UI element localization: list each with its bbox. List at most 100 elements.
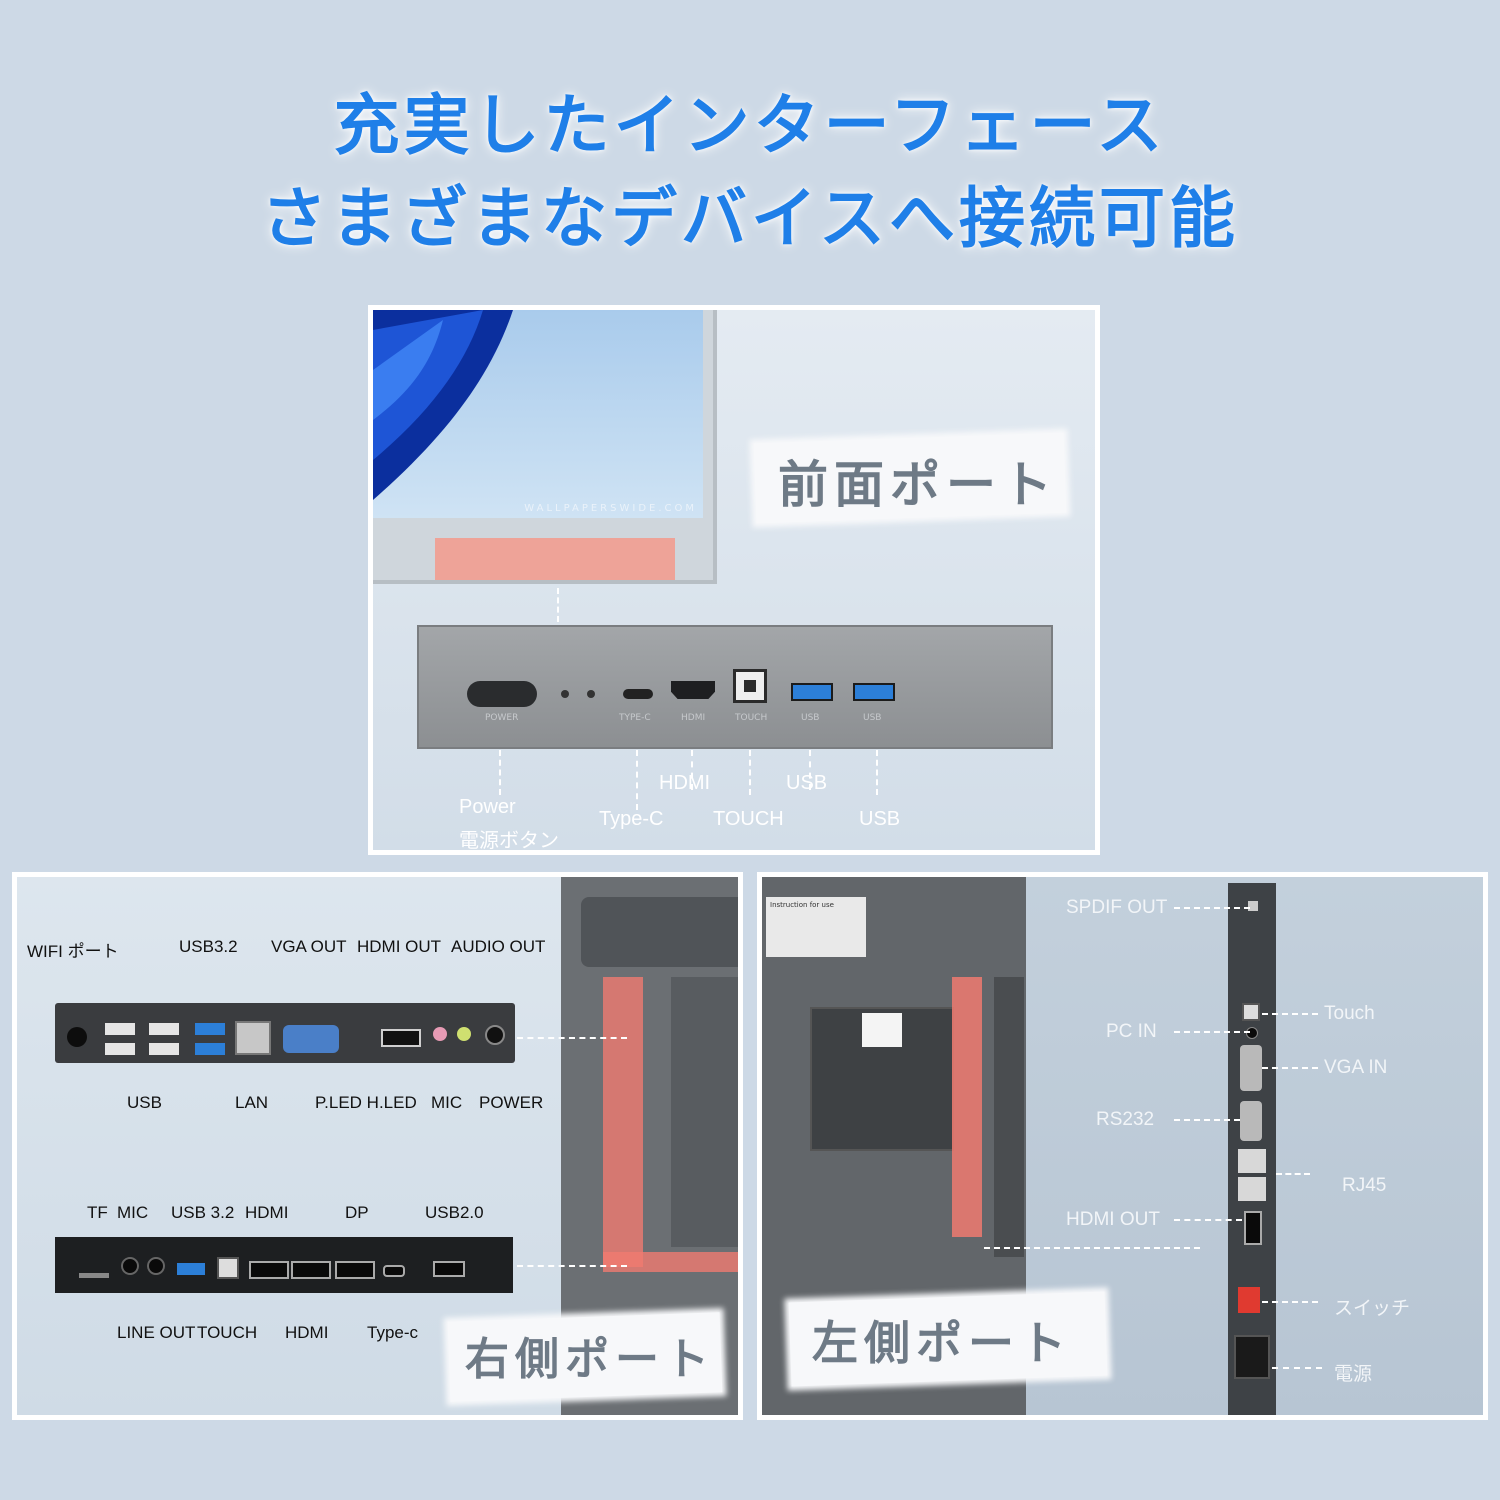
touch-usb-b-port: [1242, 1003, 1260, 1021]
touch-print: TOUCH: [735, 713, 768, 723]
headline-line2: さまざまなデバイスへ接続可能: [260, 180, 1240, 257]
hdmi-out-port: [381, 1029, 421, 1047]
rj45-port: [1238, 1149, 1266, 1173]
typec-label: Type-C: [599, 808, 664, 830]
leader-line: [1262, 1067, 1318, 1069]
bottom-label-mic: MIC: [431, 1093, 463, 1112]
bottom-label-hdmi: HDMI: [285, 1323, 329, 1342]
power-switch: [1238, 1287, 1260, 1313]
leader-line: [517, 1265, 627, 1267]
label-spdif-out: SPDIF OUT: [1066, 897, 1168, 918]
top-label-hdmi-out: HDMI OUT: [357, 937, 442, 956]
leader-line: [499, 750, 501, 795]
usb2-print: USB: [863, 713, 882, 723]
hdmi-print: HDMI: [681, 713, 706, 723]
usb32-port: [177, 1263, 205, 1275]
leader-line: [517, 1037, 627, 1039]
screen-watermark: WALLPAPERSWIDE.COM: [524, 503, 697, 514]
usb-port-1: [791, 683, 833, 701]
mic-jack: [121, 1257, 139, 1275]
rs232-port: [1240, 1101, 1262, 1141]
typec-port: [383, 1265, 405, 1277]
typec-print: TYPE-C: [619, 713, 651, 723]
top-label-hdmi: HDMI: [245, 1203, 289, 1222]
power-button: [485, 1025, 505, 1045]
label-rs232: RS232: [1096, 1109, 1155, 1130]
upper-port-strip: [55, 1003, 515, 1063]
bottom-label-usb: USB: [127, 1093, 162, 1112]
usb32-port: [195, 1023, 225, 1035]
label-rj45: RJ45: [1342, 1175, 1387, 1196]
leader-line: [1174, 1219, 1242, 1221]
usb1-print: USB: [801, 713, 820, 723]
line-out-jack: [147, 1257, 165, 1275]
leader-line: [1276, 1173, 1310, 1175]
leader-line: [749, 750, 751, 795]
bottom-label-leds: P.LED H.LED: [315, 1093, 417, 1112]
bottom-label-line-out: LINE OUT: [117, 1323, 196, 1342]
indicator-led: [587, 690, 595, 698]
right-port-badge: 右側ポート: [465, 1334, 715, 1385]
top-label-tf: TF: [87, 1203, 108, 1222]
touch-usb-b-port: [733, 669, 767, 703]
usb-port-2: [853, 683, 895, 701]
top-label-usb20: USB2.0: [425, 1203, 484, 1222]
touch-usb-b-port: [217, 1257, 239, 1279]
usb20-port: [433, 1261, 465, 1277]
touch-label: TOUCH: [713, 808, 784, 830]
top-label-wifi: WIFI ポート: [27, 942, 119, 961]
audio-out-jack: [457, 1027, 471, 1041]
front-port-panel: WALLPAPERSWIDE.COM 前面ポート POWER TYPE-C HD…: [368, 305, 1100, 855]
indicator-led: [561, 690, 569, 698]
bottom-label-power: POWER: [479, 1093, 544, 1112]
rj45-port: [1238, 1177, 1266, 1201]
label-vga-in: VGA IN: [1324, 1057, 1388, 1078]
usb-port: [105, 1023, 135, 1035]
lan-port: [235, 1021, 271, 1055]
power-label: Power: [459, 796, 516, 818]
top-label-usb32: USB3.2: [179, 937, 238, 956]
leader-line: [1262, 1301, 1318, 1303]
sticker-title: Instruction for use: [770, 901, 834, 909]
monitor-screen: WALLPAPERSWIDE.COM: [373, 310, 703, 518]
usb-label-2: USB: [859, 808, 901, 830]
label-switch: スイッチ: [1334, 1298, 1411, 1319]
windows-bloom-graphic: [373, 310, 513, 500]
vga-port: [283, 1025, 339, 1053]
hdmi-port: [671, 681, 715, 699]
front-port-highlight: [435, 538, 675, 580]
usb-label-1: USB: [786, 772, 828, 794]
lower-port-strip: [55, 1237, 513, 1293]
power-button: [467, 681, 537, 707]
front-port-bar: POWER TYPE-C HDMI TOUCH USB USB: [417, 625, 1053, 749]
left-port-badge: 左側ポート: [812, 1316, 1072, 1370]
wifi-antenna-port: [67, 1027, 87, 1047]
leader-line: [1174, 1119, 1240, 1121]
left-side-highlight: [952, 977, 982, 1237]
top-label-audio-out: AUDIO OUT: [451, 937, 546, 956]
left-port-panel: Instruction for use SPDIF OUT PC IN RS23…: [757, 872, 1488, 1420]
front-port-badge: 前面ポート: [778, 456, 1058, 514]
leader-line: [691, 750, 693, 790]
leader-line: [636, 750, 638, 810]
hdmi1-port: [249, 1261, 289, 1279]
typec-port: [623, 689, 653, 699]
vga-in-port: [1240, 1045, 1262, 1091]
leader-line: [809, 750, 811, 790]
power-print: POWER: [485, 713, 519, 723]
leader-line: [1174, 907, 1250, 909]
label-hdmi-out: HDMI OUT: [1066, 1209, 1160, 1230]
bottom-label-typec: Type-c: [367, 1323, 419, 1342]
spec-label-sticker: [862, 1013, 902, 1047]
usb-port: [149, 1043, 179, 1055]
mic-jack: [433, 1027, 447, 1041]
label-touch: Touch: [1324, 1003, 1375, 1024]
usb-port: [105, 1043, 135, 1055]
dp-port: [335, 1261, 375, 1279]
leader-line: [1174, 1031, 1250, 1033]
usb-port: [149, 1023, 179, 1035]
top-label-usb32: USB 3.2: [171, 1203, 235, 1222]
pc-in-jack: [1246, 1027, 1258, 1039]
instruction-sticker: Instruction for use: [766, 897, 866, 957]
top-label-dp: DP: [345, 1203, 369, 1222]
